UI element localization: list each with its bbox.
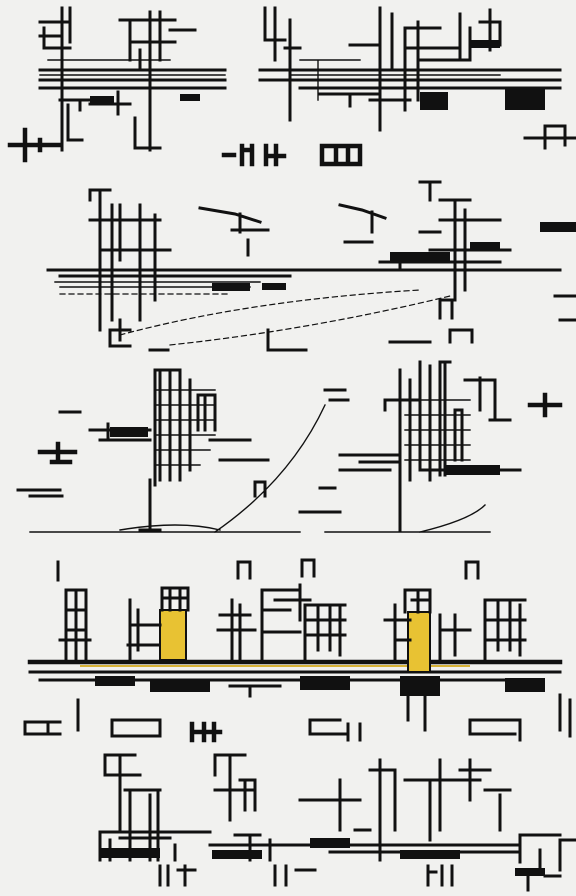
band-2-dashed-curve-right bbox=[169, 295, 451, 346]
band-2-elevations bbox=[46, 180, 576, 352]
band-5-right-cluster bbox=[298, 758, 522, 887]
band-3-curve-left bbox=[119, 404, 326, 533]
band-3-left-tower bbox=[16, 368, 270, 532]
band-1-left-cluster bbox=[7, 6, 227, 163]
band-1-right-cluster bbox=[258, 6, 576, 150]
band-5-far-right-cluster bbox=[515, 833, 576, 892]
band-2-right-cluster bbox=[298, 180, 576, 344]
band-1-glyph-marks bbox=[221, 143, 363, 167]
band-3-curve-right bbox=[419, 504, 486, 533]
band-3-elevations bbox=[16, 360, 563, 533]
band-5-middle-cluster bbox=[208, 753, 317, 887]
gold-core-left bbox=[159, 609, 187, 661]
band-2-dashed-curve-left bbox=[119, 289, 421, 336]
band-1-elevations bbox=[7, 6, 576, 167]
band-2-left-cluster bbox=[46, 188, 308, 352]
band-3-right-tower bbox=[298, 360, 563, 532]
band-4-elevations bbox=[23, 558, 572, 743]
band-5-elevations bbox=[98, 753, 576, 892]
band-5-left-cluster bbox=[98, 753, 212, 887]
